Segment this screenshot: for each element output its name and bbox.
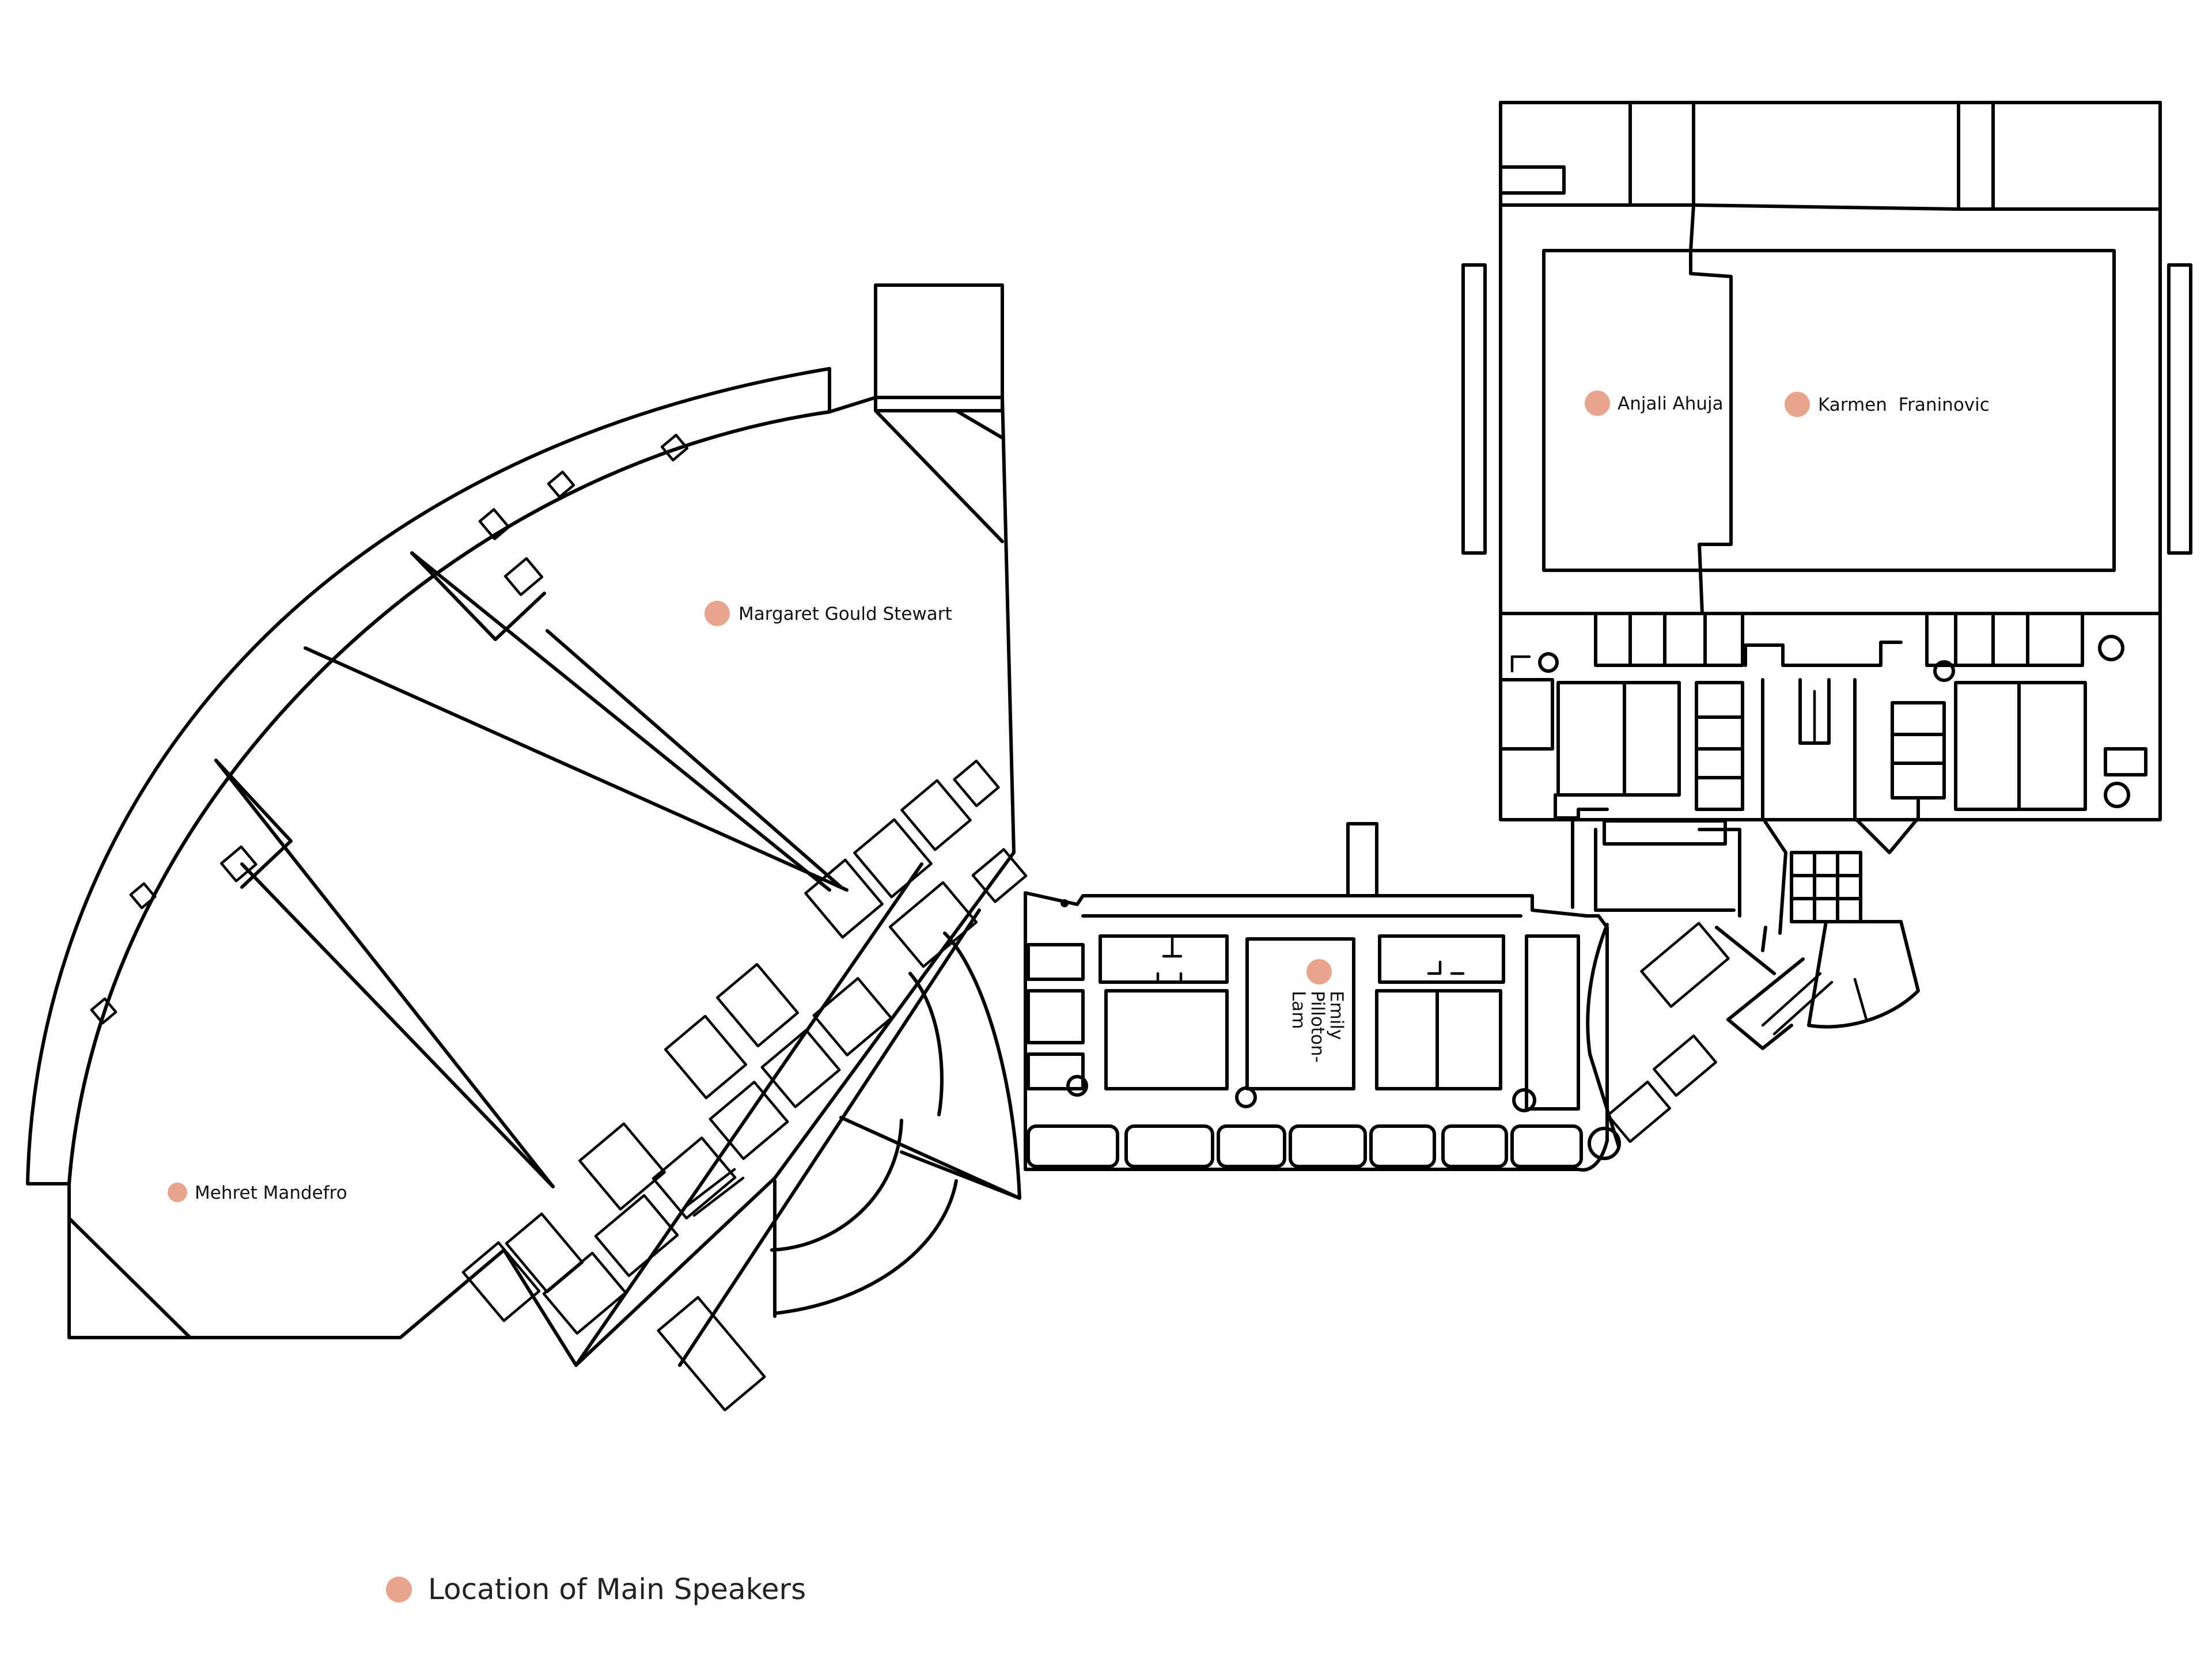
speaker-marker bbox=[704, 601, 730, 626]
legend-label: Location of Main Speakers bbox=[428, 1573, 806, 1606]
west-hall bbox=[26, 283, 1016, 1367]
speaker-label-line-3: Lam bbox=[1288, 991, 1309, 1029]
speaker-marker bbox=[1306, 959, 1332, 984]
legend-marker bbox=[386, 1576, 412, 1603]
speaker-karmen-franinovic: Karmen Franinovic bbox=[1785, 392, 1990, 417]
east-lobby bbox=[1586, 920, 1920, 1148]
map-legend: Location of Main Speakers bbox=[386, 1570, 806, 1609]
speaker-mehret-mandefro: Mehret Mandefro bbox=[168, 1183, 347, 1203]
speaker-emily-pilloton-lam: Emily Pilloton- Lam bbox=[1288, 959, 1347, 1063]
speaker-marker bbox=[1785, 392, 1810, 417]
speaker-label-line-1: Emily bbox=[1326, 991, 1347, 1040]
central-block bbox=[1024, 822, 1621, 1172]
speaker-margaret-gould-stewart: Margaret Gould Stewart bbox=[704, 601, 952, 626]
speaker-label-line-2: Pilloton- bbox=[1307, 991, 1328, 1063]
speaker-marker bbox=[168, 1183, 187, 1202]
east-building bbox=[1461, 101, 2192, 952]
curved-atrium bbox=[770, 931, 1021, 1318]
speaker-marker bbox=[1585, 391, 1610, 416]
speaker-anjali-ahuja: Anjali Ahuja bbox=[1585, 391, 1724, 416]
diagonal-corridor bbox=[461, 759, 1028, 1412]
speaker-label: Mehret Mandefro bbox=[195, 1183, 347, 1203]
speaker-label: Margaret Gould Stewart bbox=[738, 604, 952, 624]
speaker-label: Karmen Franinovic bbox=[1818, 395, 1990, 415]
speaker-label: Anjali Ahuja bbox=[1618, 393, 1724, 414]
